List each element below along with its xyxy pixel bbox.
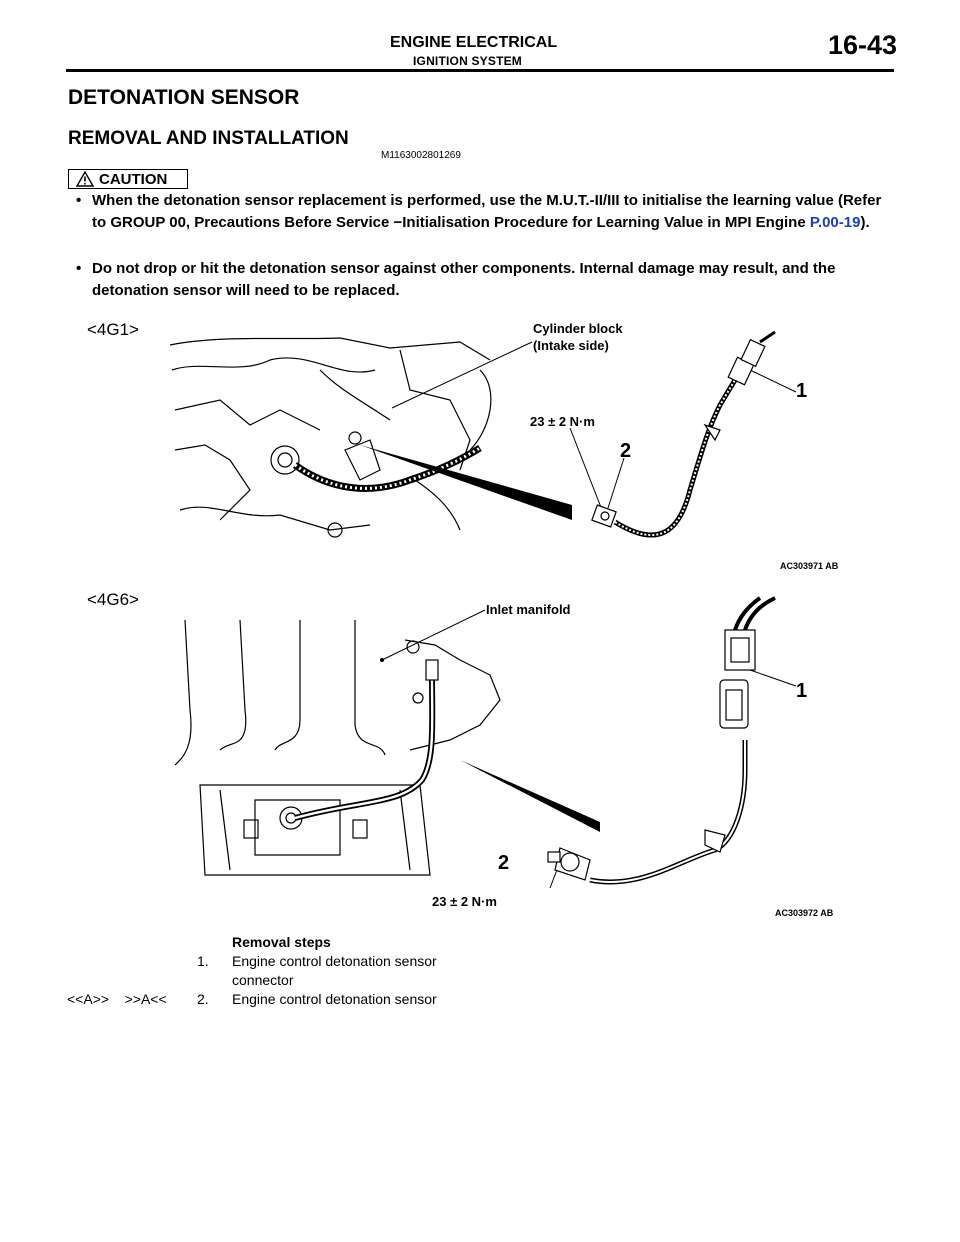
engine-label-4g1: <4G1> [87, 320, 139, 339]
header-section-title: ENGINE ELECTRICAL [390, 34, 558, 51]
document-id: M1163002801269 [381, 150, 461, 161]
page-title: DETONATION SENSOR [68, 86, 300, 109]
page-number: 16-43 [828, 30, 898, 60]
section-heading: REMOVAL AND INSTALLATION [68, 128, 349, 149]
item-number-2: 2 [498, 852, 510, 874]
bullet-text: When the detonation sensor replacement i… [92, 192, 882, 231]
caution-label: CAUTION [99, 171, 168, 188]
bullet-text-end: ). [860, 214, 870, 231]
step-number: 1. [197, 953, 209, 969]
bullet-dot: • [76, 192, 82, 209]
figure-code: AC303971 AB [780, 561, 839, 571]
torque-callout: 23 ± 2 N·m [530, 414, 595, 429]
step-text: Engine control detonation sensor [232, 991, 437, 1007]
item-number-1: 1 [796, 680, 808, 702]
callout-intake-side: (Intake side) [533, 338, 609, 353]
warning-triangle-icon [75, 170, 95, 192]
reference-link[interactable]: P.00-19 [809, 214, 861, 231]
header-rule [66, 69, 894, 72]
header-subsection-title: IGNITION SYSTEM [413, 54, 523, 68]
caution-bullet: • Do not drop or hit the detonation sens… [76, 258, 896, 302]
step-text-cont: connector [232, 972, 294, 988]
bullet-dot: • [76, 260, 82, 277]
engine-label-4g6: <4G6> [87, 590, 139, 609]
caution-bullet: • When the detonation sensor replacement… [76, 190, 896, 256]
callout-cylinder-block: Cylinder block [533, 321, 623, 336]
figure-code: AC303972 AB [775, 908, 834, 918]
bullet-text: Do not drop or hit the detonation sensor… [92, 260, 836, 299]
step-number: 2. [197, 991, 209, 1007]
item-number-1: 1 [796, 380, 808, 402]
step-procedure-reference: <<A>> >>A<< [67, 991, 167, 1007]
removal-steps-heading: Removal steps [232, 934, 331, 950]
item-number-2: 2 [620, 440, 632, 462]
step-text: Engine control detonation sensor [232, 953, 437, 969]
caution-box: CAUTION [68, 169, 188, 189]
callout-inlet-manifold: Inlet manifold [486, 602, 571, 617]
illustration-4g1 [169, 330, 797, 538]
torque-callout: 23 ± 2 N·m [432, 894, 497, 909]
illustration-4g6 [174, 596, 797, 889]
